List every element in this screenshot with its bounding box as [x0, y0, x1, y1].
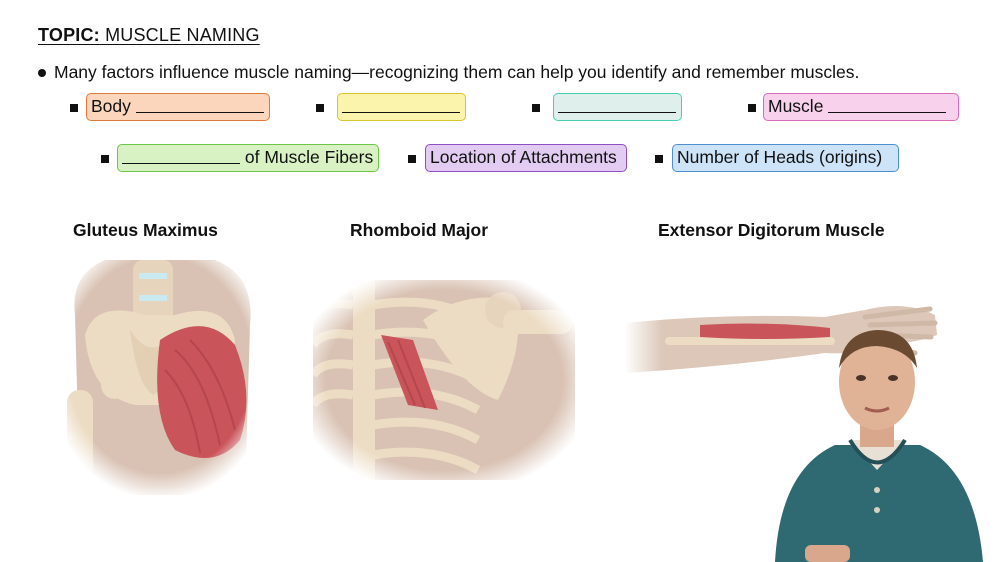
caption-rhomboid-major: Rhomboid Major — [350, 220, 489, 240]
factor-box-heads: Number of Heads (origins) — [672, 144, 899, 172]
caption-gluteus-maximus: Gluteus Maximus — [73, 220, 218, 240]
factor-label: Body — [91, 96, 131, 116]
factor-label: Muscle — [768, 96, 824, 116]
fill-in-blank — [135, 94, 264, 113]
square-bullet-icon — [748, 104, 756, 112]
factor-box-attachments: Location of Attachments — [425, 144, 627, 172]
topic-heading: TOPIC: MUSCLE NAMING — [38, 25, 260, 46]
intro-bullet: Many factors influence muscle naming—rec… — [38, 62, 859, 83]
intro-text: Many factors influence muscle naming—rec… — [54, 62, 860, 82]
presenter-video — [775, 330, 983, 562]
fill-in-blank — [122, 145, 240, 164]
factor-box-muscle: Muscle — [763, 93, 959, 121]
factor-suffix: of Muscle Fibers — [244, 147, 374, 167]
factor-box-blank-3 — [553, 93, 682, 121]
topic-prefix: TOPIC: — [38, 25, 100, 45]
square-bullet-icon — [408, 155, 416, 163]
fill-in-blank — [558, 94, 676, 113]
factor-label: Number of Heads (origins) — [677, 147, 883, 167]
factor-box-fibers: of Muscle Fibers — [117, 144, 379, 172]
square-bullet-icon — [655, 155, 663, 163]
topic-title: MUSCLE NAMING — [105, 25, 260, 45]
square-bullet-icon — [532, 104, 540, 112]
gluteus-maximus-illustration — [55, 255, 265, 500]
factor-box-body-region: Body — [86, 93, 270, 121]
fill-in-blank — [342, 94, 460, 113]
caption-extensor-digitorum: Extensor Digitorum Muscle — [658, 220, 885, 240]
fill-in-blank — [828, 94, 947, 113]
square-bullet-icon — [70, 104, 78, 112]
factor-label: Location of Attachments — [430, 147, 617, 167]
rhomboid-major-illustration — [313, 280, 575, 480]
square-bullet-icon — [316, 104, 324, 112]
square-bullet-icon — [101, 155, 109, 163]
bullet-icon — [38, 68, 46, 77]
factor-box-blank-2 — [337, 93, 466, 121]
